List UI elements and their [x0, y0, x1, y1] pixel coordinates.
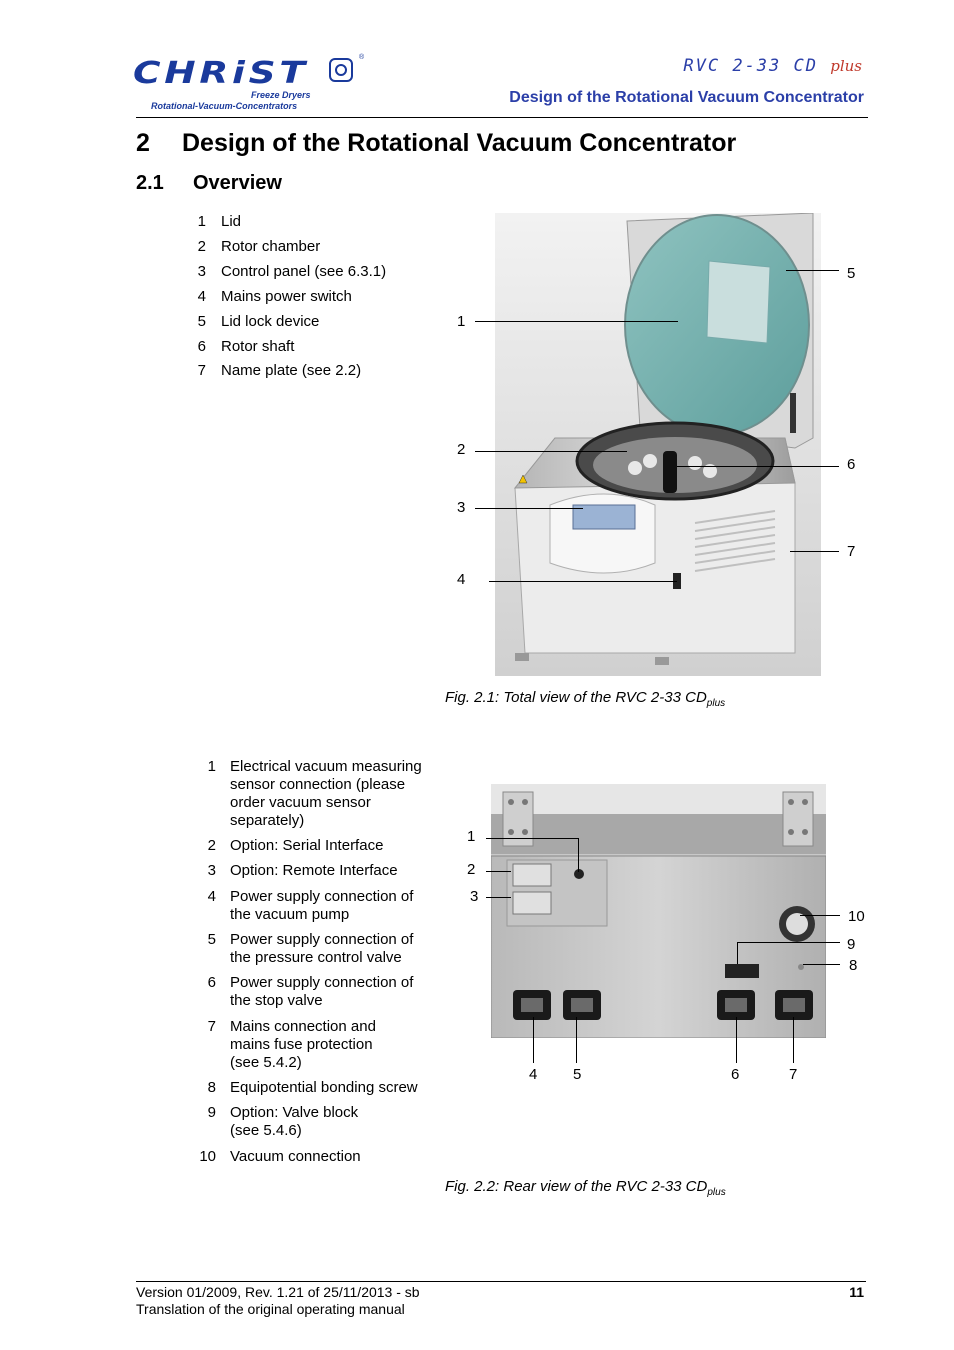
- logo-brand-text: CHRiST: [133, 56, 309, 91]
- leader-line: [793, 1017, 794, 1063]
- figure2-caption: Fig. 2.2: Rear view of the RVC 2-33 CDpl…: [445, 1178, 726, 1198]
- figure1-caption: Fig. 2.1: Total view of the RVC 2-33 CDp…: [445, 689, 726, 709]
- concentrator-rear-photo: [491, 784, 826, 1038]
- leader-line: [737, 942, 840, 943]
- callout-number: 9: [847, 936, 856, 953]
- callout-number: 4: [529, 1066, 538, 1083]
- product-name: RVC 2-33 CD plus: [683, 56, 862, 76]
- leader-line: [576, 1017, 577, 1063]
- callout-number: 4: [457, 571, 466, 588]
- callout-number: 8: [849, 957, 858, 974]
- leader-line: [486, 871, 511, 872]
- callout-number: 5: [847, 265, 856, 282]
- page-number: 11: [849, 1284, 864, 1300]
- leader-line: [790, 551, 839, 552]
- chapter-heading: 2 Design of the Rotational Vacuum Concent…: [136, 129, 736, 158]
- section-number: 2.1: [136, 172, 164, 194]
- section-title: Overview: [193, 172, 282, 194]
- callout-number: 10: [848, 908, 865, 925]
- concentrator-front-photo: [495, 213, 821, 676]
- chapter-title: Design of the Rotational Vacuum Concentr…: [182, 129, 737, 157]
- leader-line: [475, 508, 583, 509]
- leader-line: [786, 270, 839, 271]
- callout-number: 1: [467, 828, 476, 845]
- product-model: RVC 2-33 CD: [683, 56, 818, 76]
- leader-line: [486, 838, 578, 839]
- footer-translation: Translation of the original operating ma…: [136, 1301, 405, 1317]
- concentrator-illustration: [495, 213, 821, 676]
- callout-number: 1: [457, 313, 466, 330]
- leader-line: [800, 915, 840, 916]
- callout-number: 2: [457, 441, 466, 458]
- footer-rule: [136, 1281, 866, 1282]
- leader-line: [803, 964, 840, 965]
- leader-line: [489, 581, 677, 582]
- leader-line: [578, 838, 579, 872]
- callout-number: 3: [457, 499, 466, 516]
- header-rule: [136, 117, 868, 118]
- leader-line: [533, 1017, 534, 1063]
- header-section-title: Design of the Rotational Vacuum Concentr…: [509, 89, 864, 106]
- leader-line: [475, 451, 627, 452]
- callout-number: 6: [731, 1066, 740, 1083]
- callout-number: 7: [789, 1066, 798, 1083]
- footer-version: Version 01/2009, Rev. 1.21 of 25/11/2013…: [136, 1284, 420, 1300]
- callout-number: 2: [467, 861, 476, 878]
- callout-number: 7: [847, 543, 856, 560]
- leader-line: [736, 1017, 737, 1063]
- callout-number: 5: [573, 1066, 582, 1083]
- company-logo: CHRiST ® Freeze Dryers Rotational-Vacuum…: [133, 50, 371, 112]
- leader-line: [677, 466, 839, 467]
- logo-registered-mark: ®: [359, 54, 365, 61]
- section-heading: 2.1 Overview: [136, 172, 282, 195]
- logo-tagline-2: Rotational-Vacuum-Concentrators: [151, 101, 298, 111]
- product-suffix: plus: [830, 57, 862, 75]
- logo-tagline-1: Freeze Dryers: [251, 90, 311, 100]
- rear-panel-illustration: [491, 784, 826, 1038]
- callout-number: 6: [847, 456, 856, 473]
- chapter-number: 2: [136, 129, 150, 157]
- logo-seal-icon: [329, 58, 353, 82]
- callout-number: 3: [470, 888, 479, 905]
- leader-line: [737, 942, 738, 964]
- leader-line: [475, 321, 678, 322]
- leader-line: [486, 897, 511, 898]
